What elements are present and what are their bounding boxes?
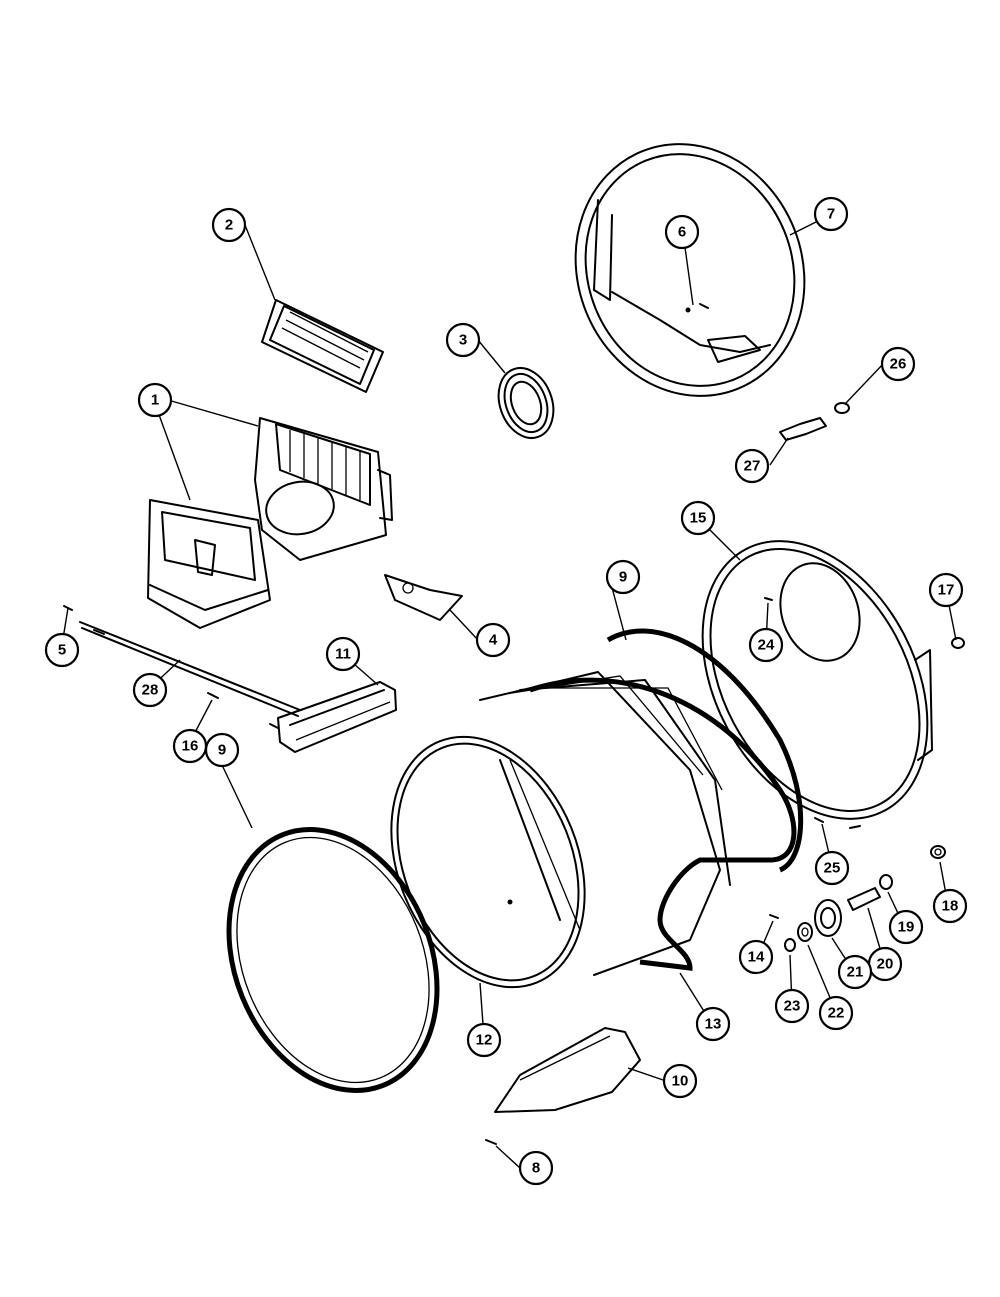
callout-6: 6	[664, 214, 700, 250]
callout-label: 11	[335, 646, 351, 663]
callout-23: 23	[774, 988, 810, 1024]
callout-label: 9	[619, 569, 627, 586]
callout-28: 28	[132, 672, 168, 708]
callout-7: 7	[813, 196, 849, 232]
part-10-panel-bracket	[494, 1027, 641, 1113]
callout-label: 20	[877, 956, 894, 973]
callout-9-front: 9	[204, 732, 240, 768]
part-22-washer	[797, 922, 813, 942]
callout-label: 1	[151, 392, 159, 409]
callout-label: 10	[672, 1073, 689, 1090]
part-13-belt	[529, 677, 797, 971]
callout-label: 22	[828, 1005, 845, 1022]
callout-13: 13	[695, 1006, 731, 1042]
callout-label: 23	[784, 998, 801, 1015]
callout-label: 5	[58, 642, 66, 659]
callout-22: 22	[818, 995, 854, 1031]
callout-24: 24	[748, 627, 784, 663]
callout-label: 14	[748, 949, 765, 966]
callout-label: 4	[489, 632, 498, 649]
part-9-front-seal	[226, 827, 440, 1093]
callout-label: 3	[459, 332, 467, 349]
callout-9-rear: 9	[605, 559, 641, 595]
part-6-screw	[699, 303, 709, 309]
part-1-duct-upper	[254, 417, 393, 561]
callout-3: 3	[445, 322, 481, 358]
callout-label: 27	[744, 458, 761, 475]
callout-label: 21	[847, 964, 864, 981]
callout-11: 11	[325, 636, 361, 672]
callout-16: 16	[172, 728, 208, 764]
part-27-clip	[779, 417, 827, 441]
callout-label: 7	[827, 206, 835, 223]
part-15-rear-plate	[701, 540, 933, 820]
part-24-screw	[764, 597, 773, 601]
callout-15: 15	[680, 500, 716, 536]
part-11-bracket	[277, 681, 397, 753]
callout-label: 24	[758, 637, 775, 654]
callout-label: 18	[942, 898, 959, 915]
callout-10: 10	[662, 1063, 698, 1099]
callout-17: 17	[928, 572, 964, 608]
callout-label: 8	[532, 1160, 540, 1177]
callout-21: 21	[837, 954, 873, 990]
part-20-shaft	[847, 887, 881, 911]
callout-label: 25	[824, 860, 841, 877]
callout-27: 27	[734, 448, 770, 484]
callout-label: 2	[225, 217, 233, 234]
callout-5: 5	[44, 632, 80, 668]
callout-label: 16	[182, 738, 199, 755]
part-4-bracket	[384, 574, 463, 621]
callout-20: 20	[867, 946, 903, 982]
callout-label: 26	[890, 356, 907, 373]
part-9-rear-seal	[606, 628, 804, 873]
callout-label: 12	[476, 1032, 493, 1049]
callout-label: 17	[938, 582, 955, 599]
part-8-screw	[485, 1139, 497, 1145]
callout-26: 26	[880, 346, 916, 382]
callout-8: 8	[518, 1150, 554, 1186]
part-25-screws	[814, 817, 861, 829]
part-2-lint-filter	[261, 299, 384, 393]
callout-label: 9	[218, 742, 226, 759]
callout-label: 6	[678, 224, 686, 241]
callout-label: 13	[705, 1016, 722, 1033]
callout-2: 2	[211, 207, 247, 243]
part-21-pulley	[814, 899, 842, 937]
part-7-rear-bulkhead	[574, 143, 806, 397]
part-23-washer	[784, 938, 796, 952]
callout-4: 4	[475, 622, 511, 658]
callout-label: 19	[898, 919, 915, 936]
callout-12: 12	[466, 1022, 502, 1058]
part-26-screw	[834, 402, 850, 414]
part-17-screw	[951, 637, 965, 649]
callout-label: 15	[690, 510, 707, 527]
part-28-rod	[79, 621, 301, 717]
part-18-nut	[930, 845, 946, 859]
callout-14: 14	[738, 939, 774, 975]
leader-lines	[61, 214, 957, 1169]
part-14-screw	[769, 914, 779, 919]
part-1-duct-lower	[147, 499, 271, 629]
part-19-washer	[879, 874, 893, 890]
part-3-bearing	[497, 367, 555, 439]
callout-25: 25	[814, 850, 850, 886]
callout-19: 19	[888, 909, 924, 945]
callout-label: 28	[142, 682, 159, 699]
callout-18: 18	[932, 888, 968, 924]
callout-1: 1	[137, 382, 173, 418]
part-16-screw	[207, 692, 279, 729]
